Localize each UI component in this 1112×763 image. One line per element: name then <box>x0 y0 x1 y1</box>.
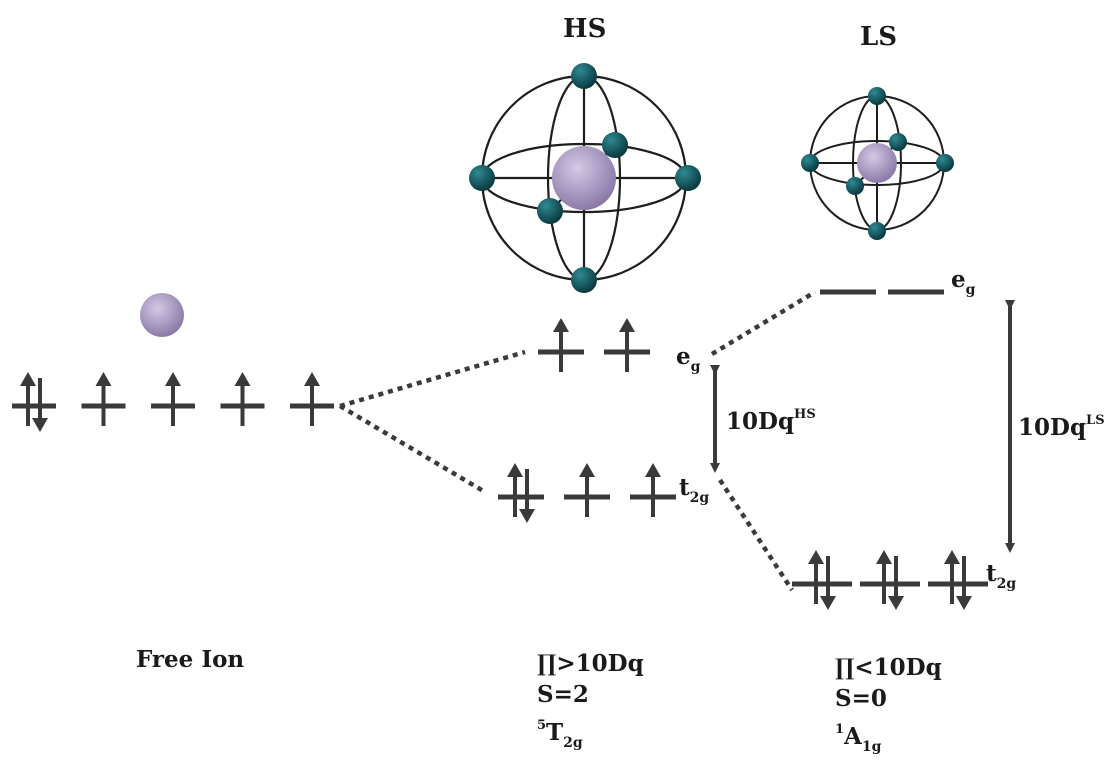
hs-title: HS <box>563 14 607 44</box>
hs-ligand-back <box>602 132 628 158</box>
spin-up-electron <box>234 372 251 426</box>
spin-up-electron <box>579 463 595 517</box>
hs-ligand-right <box>675 165 701 191</box>
spin-up-electron <box>944 550 960 604</box>
spin-up-electron <box>304 372 320 426</box>
hs-caption: ∏>10Dq S=2 5T2g <box>537 648 644 759</box>
hs-t2g-to-ls-t2g-line <box>718 478 794 592</box>
ls-metal-ion <box>857 143 897 183</box>
ls-eg-label: eg <box>951 266 976 298</box>
hs-ligand-top <box>571 63 597 89</box>
ls-t2g-orbitals <box>792 550 988 610</box>
spin-down-electron <box>820 556 836 610</box>
free-ion-caption: Free Ion <box>136 646 245 673</box>
ls-condition: ∏<10Dq <box>835 654 942 681</box>
hs-eg-label: eg <box>676 343 701 375</box>
spin-up-electron <box>619 318 635 372</box>
ls-ligand-left <box>801 154 819 172</box>
spin-up-electron <box>507 463 523 517</box>
free-ion-sphere <box>140 293 184 337</box>
spin-up-electron <box>20 372 36 426</box>
free-to-hs-eg-line <box>339 349 526 409</box>
hs-eg-to-ls-eg-line <box>710 290 817 356</box>
spin-up-electron <box>165 372 181 426</box>
splitting-label-hs: 10DqHS <box>726 407 816 435</box>
spin-up-electron <box>95 372 112 426</box>
ls-spin: S=0 <box>835 685 887 712</box>
hs-ligand-front <box>537 198 563 224</box>
ls-caption: ∏<10Dq S=0 1A1g <box>835 652 942 763</box>
ls-t2g-label: t2g <box>986 560 1017 592</box>
spin-down-electron <box>956 556 972 610</box>
hs-term-symbol: 5T2g <box>537 718 583 751</box>
spin-down-electron <box>519 469 535 523</box>
spin-down-electron <box>888 556 904 610</box>
hs-condition: ∏>10Dq <box>537 650 644 677</box>
ls-title: LS <box>860 22 898 52</box>
ls-ligand-bottom <box>868 222 886 240</box>
hs-ligand-left <box>469 165 495 191</box>
ls-ligand-back <box>889 133 907 151</box>
hs-spin: S=2 <box>537 681 589 708</box>
spin-crossover-diagram <box>12 63 1015 610</box>
spin-up-electron <box>645 463 661 517</box>
spin-up-electron <box>553 318 569 372</box>
hs-t2g-label: t2g <box>679 474 710 506</box>
ls-ligand-right <box>936 154 954 172</box>
spin-up-electron <box>876 550 892 604</box>
spin-up-electron <box>808 550 824 604</box>
free-ion-d-orbitals <box>12 372 334 432</box>
free-to-hs-t2g-line <box>338 404 487 494</box>
ls-ligand-top <box>868 87 886 105</box>
splitting-label-ls: 10DqLS <box>1018 413 1105 441</box>
diagram-canvas: HS LS eg t2g eg t2g 10DqHS 10DqLS Free I… <box>12 14 1105 755</box>
ls-ligand-front <box>846 177 864 195</box>
hs-eg-orbitals <box>538 318 650 372</box>
correlation-lines <box>338 290 817 592</box>
hs-metal-ion <box>552 146 616 210</box>
hs-t2g-orbitals <box>498 463 676 523</box>
spin-down-electron <box>32 378 48 432</box>
ls-term-symbol: 1A1g <box>835 722 882 755</box>
hs-ligand-bottom <box>571 267 597 293</box>
